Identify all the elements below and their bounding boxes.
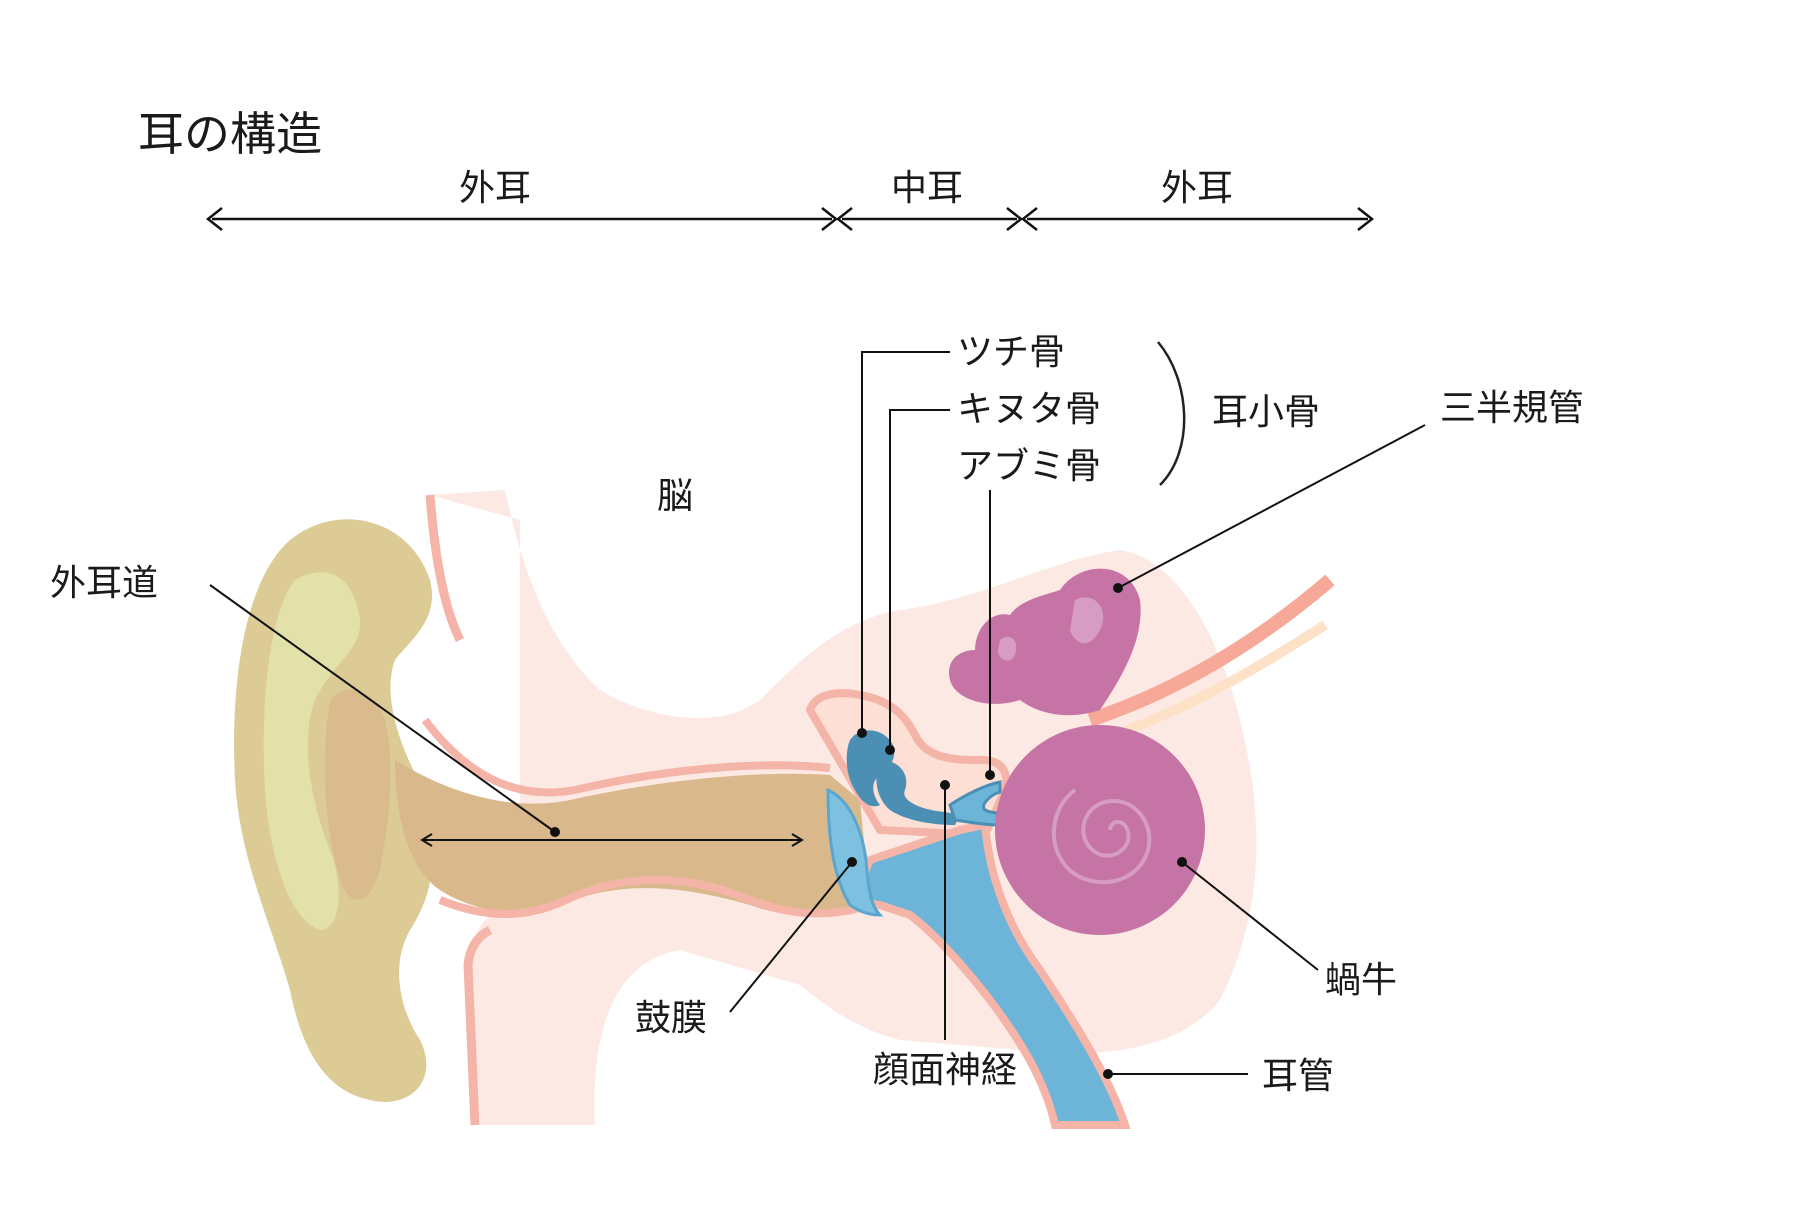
leader-dot-stapes — [985, 770, 995, 780]
label-malleus: ツチ骨 — [957, 332, 1065, 373]
arrowhead-left — [205, 207, 223, 231]
label-incus: キヌタ骨 — [957, 389, 1101, 430]
leader-line-ear-canal — [209, 584, 556, 833]
leader-dot-eustachian-tube — [1103, 1069, 1113, 1079]
eustachian-tube — [859, 820, 1131, 1129]
ear-canal-bottom-outline — [438, 876, 861, 918]
malleus — [846, 730, 895, 807]
arrowhead — [1020, 207, 1038, 231]
section-label-middle-ear: 中耳 — [891, 168, 963, 209]
leader-dot-facial-nerve — [940, 780, 950, 790]
leader-line-semicircular-canals — [1117, 424, 1426, 589]
arrowhead-right — [1357, 207, 1375, 231]
leader-line-malleus — [861, 351, 950, 733]
leader-dot-cochlea — [1177, 857, 1187, 867]
semicircular-canal-highlight — [1070, 597, 1104, 644]
skin-outline-upper — [425, 494, 465, 643]
ear-canal — [395, 760, 870, 915]
leader-dot-semicircular-canals — [1113, 583, 1123, 593]
label-semicircular-canals: 三半規管 — [1440, 388, 1584, 429]
leader-line-eardrum — [729, 861, 853, 1013]
leader-dots — [550, 583, 1187, 1079]
arrowhead — [835, 207, 853, 231]
label-eustachian-tube: 耳管 — [1262, 1056, 1334, 1097]
diagram-title: 耳の構造 — [138, 107, 322, 161]
cochlea-spiral — [1051, 788, 1152, 885]
label-ossicles: 耳小骨 — [1212, 392, 1320, 433]
arrowhead — [420, 833, 433, 847]
label-facial-nerve: 顔面神経 — [873, 1050, 1017, 1091]
skin-outline-lower — [463, 925, 493, 1126]
leader-line-incus — [889, 409, 950, 750]
leader-dot-eardrum — [847, 857, 857, 867]
cochlea — [995, 725, 1205, 935]
auditory-nerve — [1087, 574, 1335, 727]
leader-dot-ear-canal — [550, 827, 560, 837]
section-label-outer-ear: 外耳 — [459, 168, 531, 209]
leader-line-cochlea — [1181, 861, 1319, 971]
ossicles-bracket — [1157, 341, 1186, 486]
ear-canal-top-outline — [421, 717, 831, 797]
incus — [876, 760, 960, 825]
auditory-nerve-inner — [1098, 620, 1328, 745]
arrowhead — [791, 833, 804, 847]
label-ear-canal: 外耳道 — [50, 563, 158, 604]
eardrum — [826, 787, 884, 917]
pinna-concha — [324, 689, 391, 900]
leader-lines — [209, 351, 1426, 1075]
pinna-helix — [263, 572, 361, 930]
section-label-inner-ear: 外耳 — [1161, 168, 1233, 209]
section-arrows — [205, 207, 1375, 231]
label-stapes: アブミ骨 — [957, 446, 1101, 487]
label-eardrum: 鼓膜 — [635, 998, 707, 1039]
leader-dot-incus — [885, 745, 895, 755]
stapes — [948, 780, 1012, 827]
leader-dot-malleus — [857, 728, 867, 738]
label-brain: 脳 — [657, 476, 693, 517]
label-cochlea: 蝸牛 — [1325, 960, 1397, 1001]
semicircular-canal-highlight — [998, 636, 1017, 661]
